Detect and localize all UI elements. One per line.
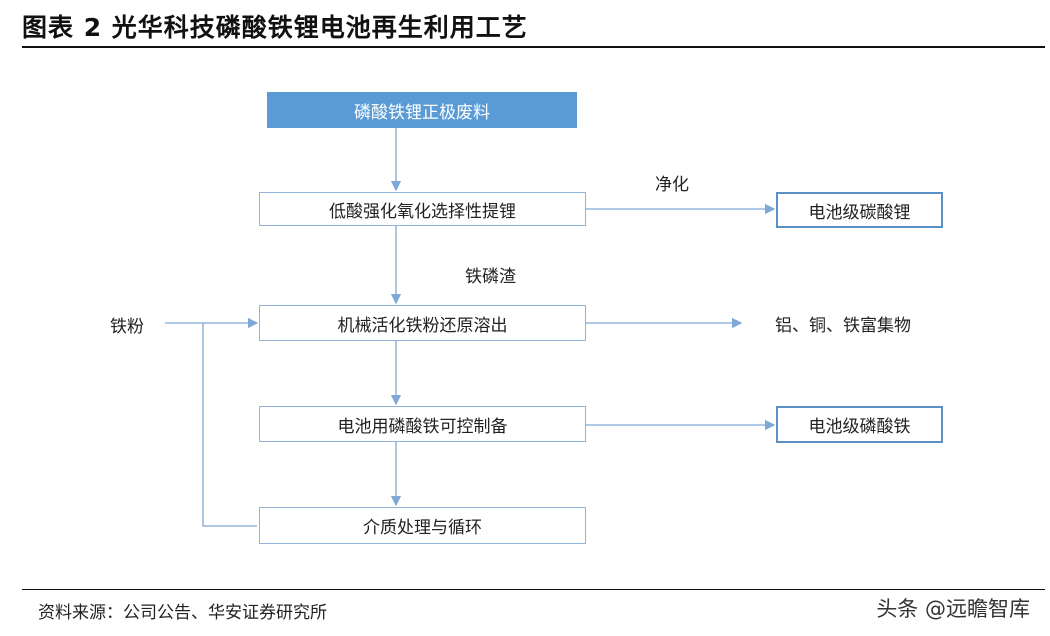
node-step1: 低酸强化氧化选择性提锂 <box>259 192 586 226</box>
node-step4: 介质处理与循环 <box>259 507 586 544</box>
node-source: 磷酸铁锂正极废料 <box>267 92 577 128</box>
source-note: 资料来源：公司公告、华安证券研究所 <box>38 603 327 623</box>
node-out2: 铝、铜、铁富集物 <box>775 316 911 336</box>
title-rule <box>22 46 1045 48</box>
node-out1: 电池级碳酸锂 <box>776 192 943 228</box>
footer-rule <box>22 589 1045 590</box>
node-step2: 机械活化铁粉还原溶出 <box>259 305 586 341</box>
node-step3: 电池用磷酸铁可控制备 <box>259 406 586 442</box>
arrow-step4-recycle <box>202 323 257 527</box>
watermark: 头条 @远瞻智库 <box>876 597 1030 621</box>
label-iron-powder: 铁粉 <box>110 317 144 337</box>
label-purify: 净化 <box>655 175 689 195</box>
figure-title: 图表 2 光华科技磷酸铁锂电池再生利用工艺 <box>22 13 528 42</box>
label-residue: 铁磷渣 <box>465 267 516 287</box>
node-out3: 电池级磷酸铁 <box>776 406 943 443</box>
